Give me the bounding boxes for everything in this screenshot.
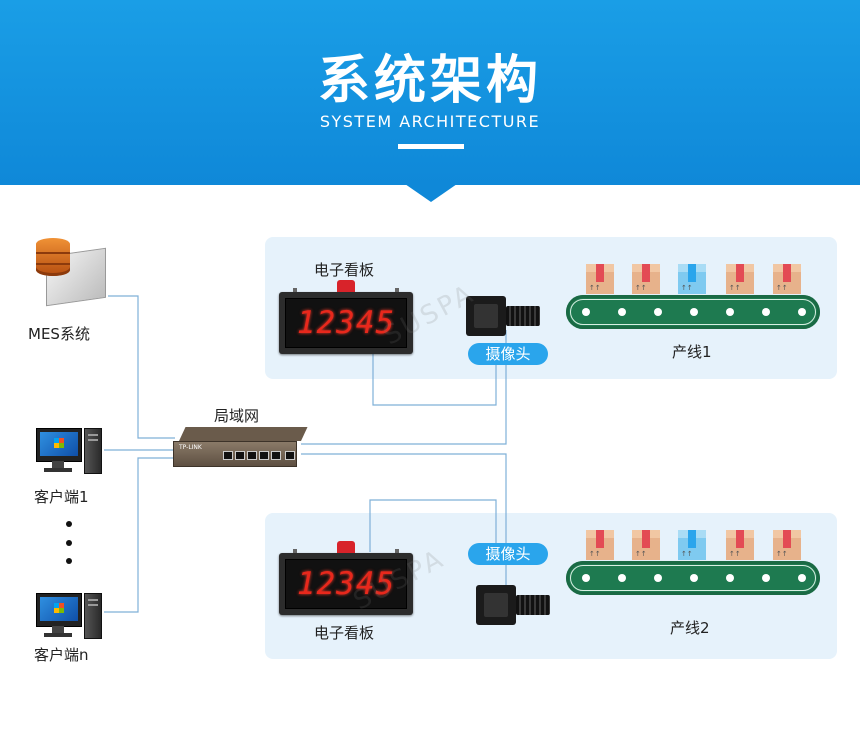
client1-label: 客户端1	[34, 488, 89, 506]
page-title: 系统架构	[317, 51, 542, 111]
package-icon: ↑↑	[586, 530, 614, 560]
desktop-pc-icon	[36, 428, 104, 474]
ellipsis-dot	[66, 558, 72, 564]
desktop-pc-icon	[36, 593, 104, 639]
line1-camera-label: 摄像头	[468, 343, 548, 365]
clientn-to-lan-line	[104, 457, 175, 613]
page-subtitle: SYSTEM ARCHITECTURE	[319, 112, 541, 131]
package-icon: ↑↑	[726, 264, 754, 294]
router-icon: TP-LINK	[173, 427, 308, 467]
ellipsis-dot	[66, 521, 72, 527]
package-icon: ↑↑	[678, 264, 706, 294]
conveyor-belt-icon	[566, 295, 820, 329]
package-icon: ↑↑	[726, 530, 754, 560]
conveyor-belt-icon	[566, 561, 820, 595]
line2-label: 产线2	[670, 619, 710, 637]
led-board-icon: 12345	[279, 541, 413, 615]
line1-board-label: 电子看板	[314, 261, 375, 279]
mes-to-lan-line	[108, 295, 175, 439]
title-underline	[398, 144, 464, 149]
line1-board-digits: 12345	[296, 305, 396, 341]
led-board-icon: 12345	[279, 280, 413, 354]
lan-to-line1-line	[301, 330, 507, 445]
ellipsis-dot	[66, 540, 72, 546]
header-banner	[0, 0, 860, 185]
line2-camera-label: 摄像头	[468, 543, 548, 565]
line2-board-camera-line	[369, 499, 497, 552]
package-icon: ↑↑	[773, 264, 801, 294]
package-icon: ↑↑	[773, 530, 801, 560]
package-icon: ↑↑	[632, 264, 660, 294]
mes-label: MES系统	[28, 325, 90, 343]
package-icon: ↑↑	[586, 264, 614, 294]
header-notch	[405, 184, 457, 202]
line2-board-label: 电子看板	[314, 624, 375, 642]
camera-icon	[476, 585, 552, 625]
line1-board-camera-line	[372, 346, 497, 406]
lan-label: 局域网	[214, 407, 260, 425]
router-brand: TP-LINK	[179, 444, 202, 451]
package-icon: ↑↑	[678, 530, 706, 560]
clientn-label: 客户端n	[34, 646, 89, 664]
camera-icon	[466, 296, 542, 336]
lan-to-line2-line	[301, 453, 507, 586]
line2-board-digits: 12345	[296, 566, 396, 602]
line1-label: 产线1	[672, 343, 712, 361]
server-icon	[36, 236, 106, 307]
package-icon: ↑↑	[632, 530, 660, 560]
